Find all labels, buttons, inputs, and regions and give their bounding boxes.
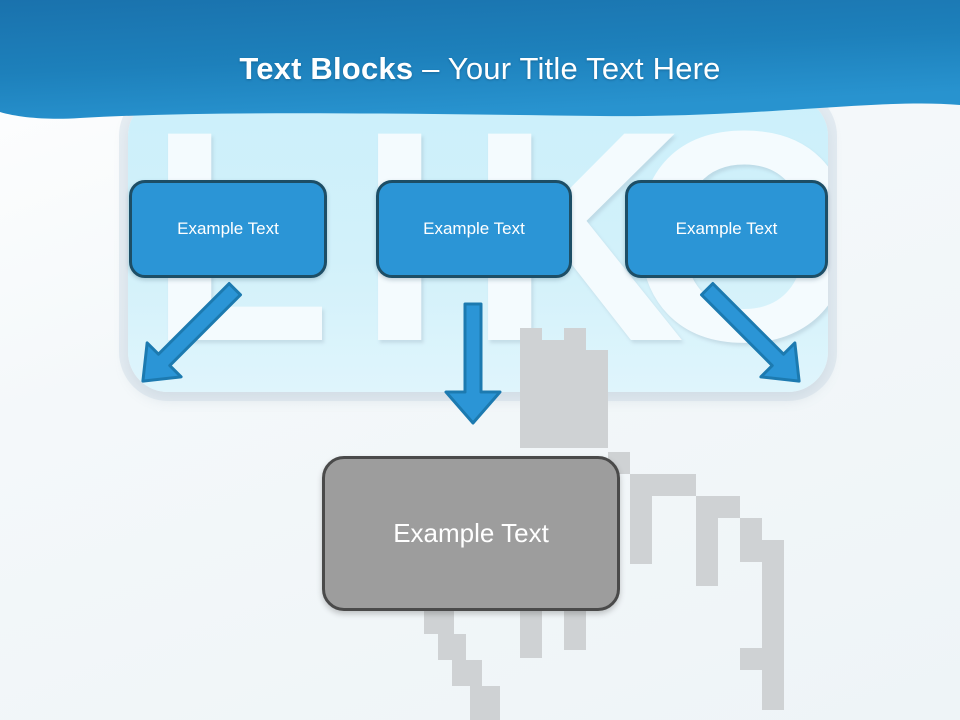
text-block-3[interactable]: Example Text — [625, 180, 828, 278]
header-banner — [0, 0, 960, 119]
text-block-2[interactable]: Example Text — [376, 180, 572, 278]
page-title-separator: – — [413, 51, 448, 86]
arrow-right — [700, 282, 801, 383]
text-block-3-label: Example Text — [675, 219, 778, 238]
text-block-result[interactable]: Example Text — [322, 456, 620, 611]
text-block-1-label: Example Text — [177, 219, 279, 238]
text-block-2-label: Example Text — [423, 219, 525, 238]
arrow-left — [141, 282, 242, 383]
page-title-bold: Text Blocks — [239, 51, 414, 86]
text-block-1[interactable]: Example Text — [129, 180, 327, 278]
arrow-center — [444, 302, 502, 425]
text-block-result-label: Example Text — [393, 518, 549, 548]
page-title: Text Blocks – Your Title Text Here — [0, 51, 960, 87]
page-title-regular: Your Title Text Here — [447, 51, 721, 86]
